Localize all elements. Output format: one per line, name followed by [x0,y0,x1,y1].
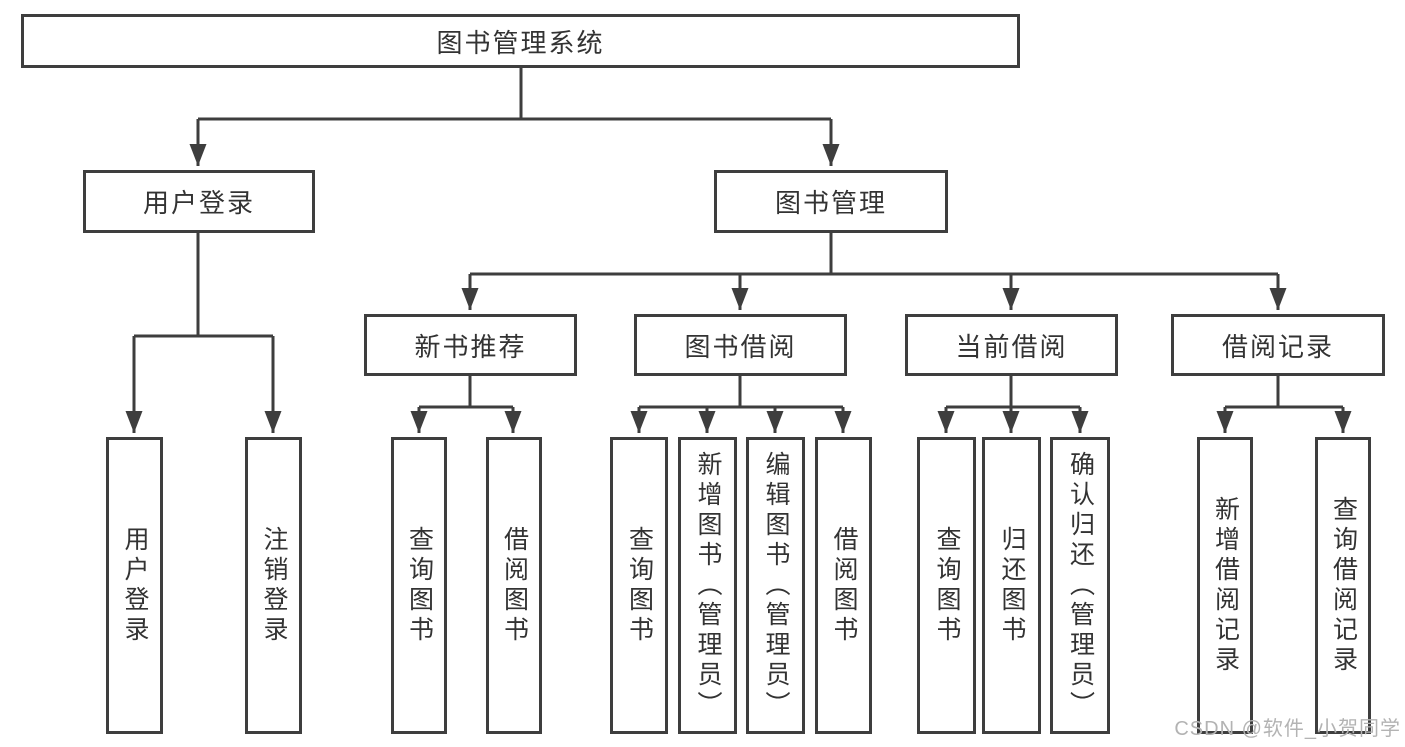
node-return-books: 归还图书 [982,437,1041,734]
node-book-borrowing: 图书借阅 [634,314,847,376]
node-query-books: 查询图书 [391,437,447,734]
node-add-books-admin: 新增图书（管理员） [678,437,737,734]
node-edit-books-admin: 编辑图书（管理员） [746,437,805,734]
csdn-watermark: CSDN @软件_小贺同学 [1174,718,1401,740]
node-query-borrowing-record: 查询借阅记录 [1315,437,1371,734]
node-logout-action: 注销登录 [245,437,302,734]
node-query-books: 查询图书 [917,437,976,734]
node-user-login-action: 用户登录 [106,437,163,734]
node-borrowing-records: 借阅记录 [1171,314,1385,376]
node-library-management-system: 图书管理系统 [21,14,1020,68]
node-query-books: 查询图书 [610,437,668,734]
node-confirm-return-admin: 确认归还（管理员） [1050,437,1110,734]
node-add-borrowing-record: 新增借阅记录 [1197,437,1253,734]
node-borrow-books: 借阅图书 [815,437,872,734]
node-book-management: 图书管理 [714,170,948,233]
node-new-book-recommendation: 新书推荐 [364,314,577,376]
node-current-borrowing: 当前借阅 [905,314,1118,376]
node-user-login: 用户登录 [83,170,315,233]
node-borrow-books: 借阅图书 [486,437,542,734]
